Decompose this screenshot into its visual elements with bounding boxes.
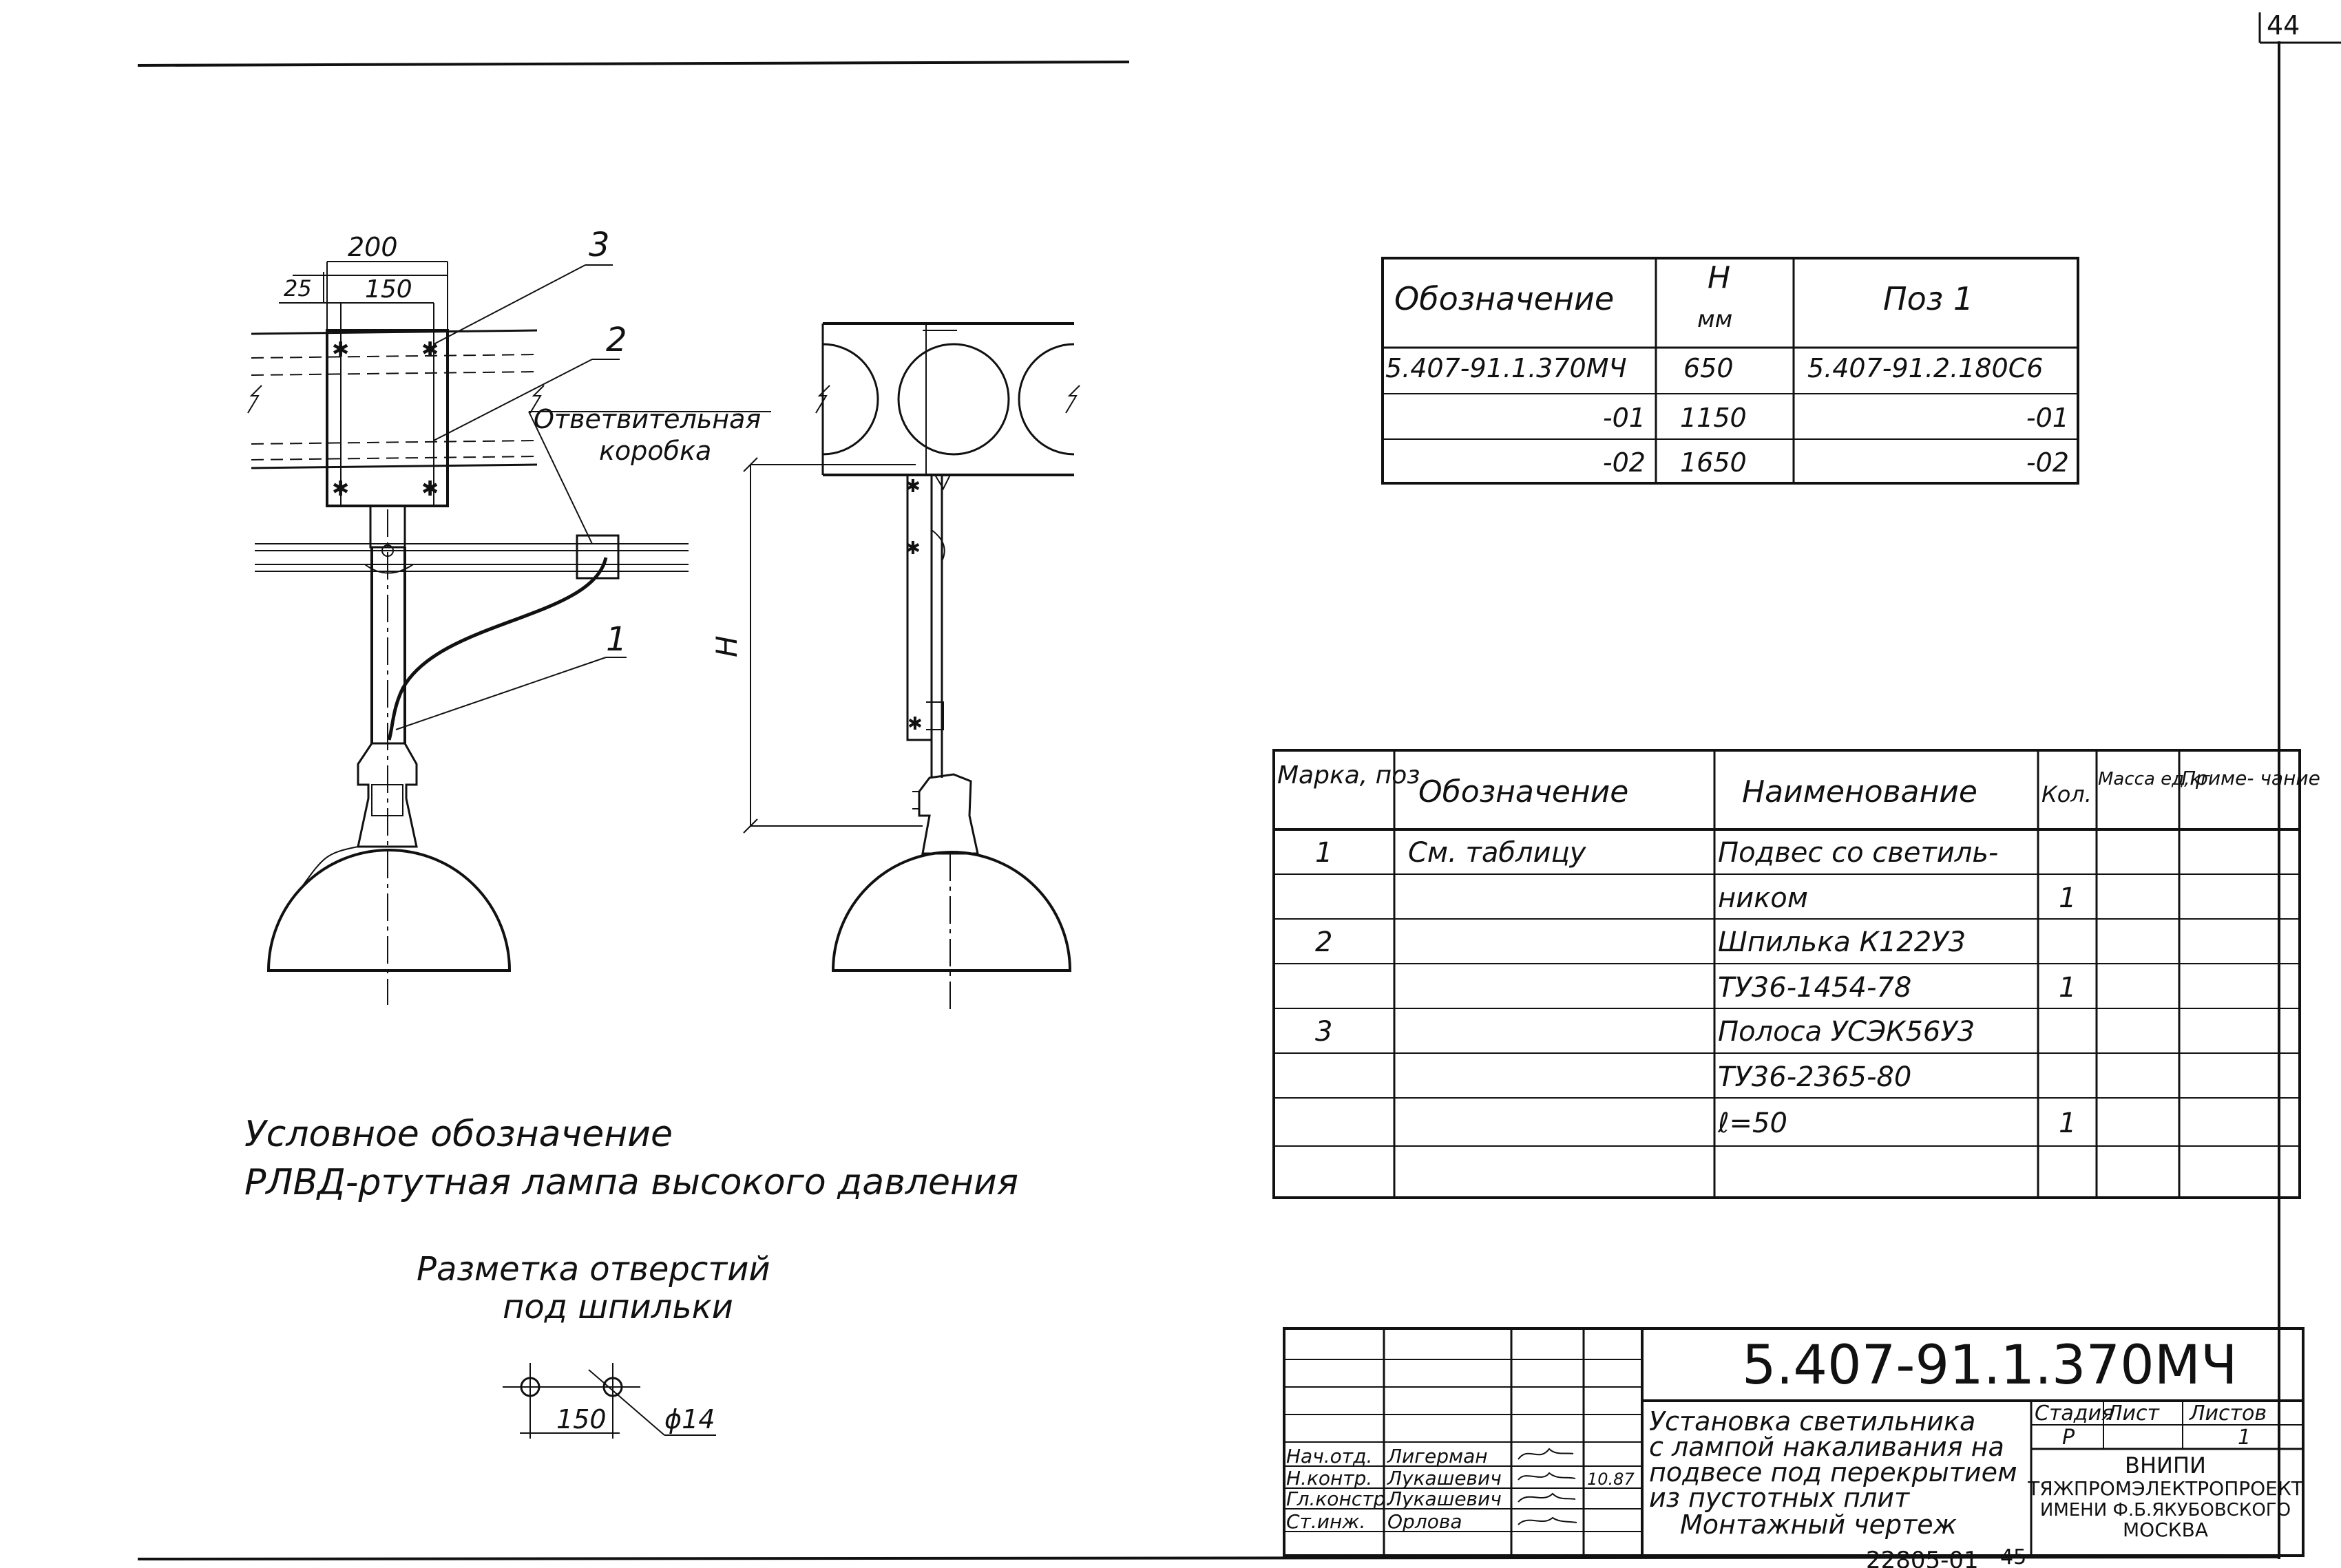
holes-diameter: ϕ14 [664, 1404, 715, 1434]
st-r1-name: Подвес со светиль- [1718, 837, 1998, 869]
sig-name-4: Орлова [1387, 1510, 1462, 1533]
dim-200: 200 [348, 232, 398, 262]
vt-r1-c3: 5.407-91.2.180С6 [1807, 353, 2043, 383]
dim-150: 150 [365, 275, 412, 304]
st-r4-name: ТУ36-1454-78 [1718, 972, 1911, 1004]
st-r1-pos: 1 [1315, 837, 1332, 869]
org-line-3: ИМЕНИ Ф.Б.ЯКУБОВСКОГО [2040, 1500, 2291, 1521]
callout-1: 1 [606, 620, 627, 659]
holes-diagram [503, 1363, 716, 1439]
signature-marks [1518, 1448, 1577, 1525]
vt-r3-c1: -02 [1603, 447, 1646, 478]
archive-page: 45 [2000, 1545, 2026, 1568]
vt-header-h: H [1708, 260, 1730, 295]
vt-r2-c3: -01 [2026, 403, 2069, 433]
org-line-4: МОСКВА [2123, 1518, 2208, 1541]
sig-date-2: 10.87 [1587, 1470, 1635, 1489]
desc-line-5: Монтажный чертеж [1680, 1509, 1957, 1540]
sheets-header: Листов [2189, 1401, 2267, 1426]
st-r1-designation: См. таблицу [1408, 837, 1587, 869]
side-view: ✱ ✱ ✱ ✱ [247, 261, 771, 1005]
vt-r1-c2: 650 [1683, 353, 1734, 383]
st-r5-name: Полоса УСЭК56У3 [1718, 1016, 1975, 1048]
vt-r2-c1: -01 [1603, 403, 1646, 433]
stage-header: Стадия [2035, 1401, 2114, 1426]
sig-role-2: Н.контр. [1286, 1467, 1372, 1490]
st-header-name: Наименование [1742, 774, 1977, 809]
desc-line-2: с лампой накаливания на [1649, 1432, 2004, 1462]
holes-subtitle: под шпильки [503, 1288, 733, 1326]
sheets-value: 1 [2238, 1426, 2251, 1450]
desc-line-4: из пустотных плит [1649, 1483, 1911, 1513]
holes-spacing: 150 [556, 1404, 607, 1434]
vt-r3-c3: -02 [2026, 447, 2069, 478]
sheet-frame [137, 12, 2341, 1560]
st-header-qty: Кол. [2041, 781, 2092, 807]
org-line-1: ВНИПИ [2125, 1452, 2206, 1479]
svg-text:✱: ✱ [905, 538, 921, 559]
st-header-designation: Обозначение [1418, 774, 1628, 809]
sig-role-4: Ст.инж. [1286, 1510, 1365, 1533]
sheet-header: Лист [2106, 1401, 2161, 1426]
svg-text:✱: ✱ [421, 477, 439, 501]
st-r3-name: Шпилька К122У3 [1718, 926, 1966, 958]
legend-text: РЛВД-ртутная лампа высокого давления [244, 1162, 1018, 1203]
page-number: 44 [2267, 10, 2300, 41]
sig-role-3: Гл.констр. [1286, 1487, 1392, 1510]
st-r6-name: ТУ36-2365-80 [1718, 1061, 1911, 1093]
st-r2-qty: 1 [2059, 882, 2076, 914]
vt-header-pos1: Поз 1 [1883, 280, 1973, 317]
sig-role-1: Нач.отд. [1286, 1445, 1372, 1468]
legend-title: Условное обозначение [244, 1114, 673, 1155]
st-header-note: Приме- чание [2181, 767, 2320, 790]
sig-name-2: Лукашевич [1387, 1467, 1502, 1490]
title-block [1283, 1327, 2305, 1557]
svg-text:✱: ✱ [421, 338, 439, 362]
archive-number: 22805-01 [1866, 1547, 1979, 1568]
vt-r3-c2: 1650 [1680, 447, 1747, 478]
svg-text:✱: ✱ [905, 476, 921, 497]
svg-text:✱: ✱ [907, 714, 923, 734]
callout-2: 2 [606, 321, 627, 359]
junction-box-label-2: коробка [599, 436, 711, 466]
svg-text:✱: ✱ [332, 338, 349, 362]
st-r7-qty: 1 [2059, 1108, 2076, 1139]
st-header-mass: Масса ед,кг [2098, 769, 2210, 790]
front-view: ✱ ✱ ✱ [743, 322, 1080, 1012]
dim-25: 25 [284, 275, 312, 301]
desc-line-3: подвесе под перекрытием [1649, 1457, 2017, 1487]
st-r3-pos: 2 [1315, 926, 1332, 958]
callout-3: 3 [589, 226, 610, 264]
variants-table [1381, 257, 2079, 485]
svg-text:✱: ✱ [332, 477, 349, 501]
st-header-mark: Марка, поз [1277, 761, 1420, 790]
st-r5-pos: 3 [1315, 1016, 1332, 1048]
stage-value: Р [2062, 1426, 2075, 1450]
desc-line-1: Установка светильника [1649, 1406, 1975, 1437]
spec-table [1272, 749, 2301, 1199]
junction-box-label: Ответвительная [534, 404, 761, 434]
holes-title: Разметка отверстий [417, 1250, 770, 1289]
document-code: 5.407-91.1.370МЧ [1742, 1335, 2238, 1397]
height-label: H [710, 635, 744, 657]
st-r2-name: ником [1718, 882, 1808, 914]
sig-name-3: Лукашевич [1387, 1487, 1502, 1510]
org-line-2: ТЯЖПРОМЭЛЕКТРОПРОЕКТ [2027, 1477, 2304, 1500]
st-r7-name: ℓ=50 [1717, 1108, 1787, 1139]
vt-r1-c1: 5.407-91.1.370МЧ [1385, 353, 1627, 383]
sig-name-1: Лигерман [1387, 1445, 1488, 1468]
vt-header-mm: мм [1697, 306, 1732, 333]
st-r4-qty: 1 [2059, 972, 2076, 1004]
vt-r2-c2: 1150 [1680, 403, 1747, 433]
vt-header-designation: Обозначение [1394, 280, 1614, 317]
